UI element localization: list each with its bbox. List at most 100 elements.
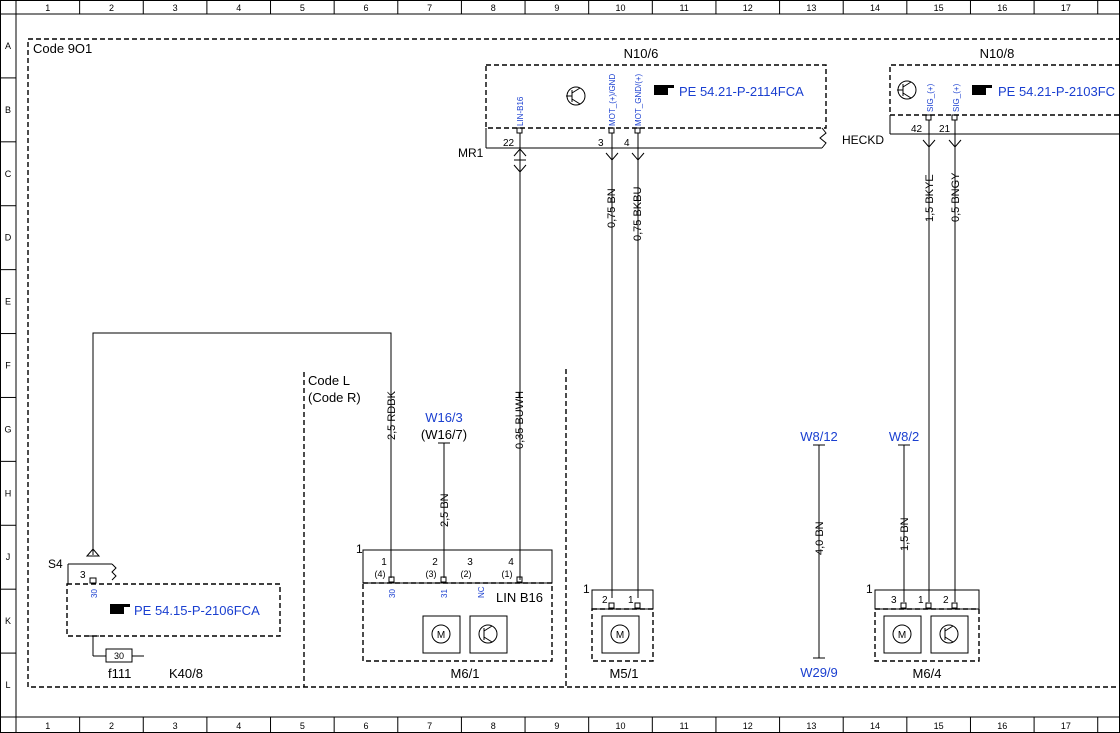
m61-lbl-31: 31	[440, 589, 449, 598]
n106-pin22: 22	[503, 138, 515, 149]
grid-col-label: 12	[743, 3, 753, 13]
n106-pin3: 3	[598, 138, 604, 149]
wire-4-0-bn: 4,0 BN	[814, 521, 826, 555]
motor-icon: M	[883, 615, 922, 654]
wire-0-5-bngy: 0,5 BNGY	[950, 172, 962, 222]
hand-pointer-icon	[110, 604, 130, 614]
grid-row-label: E	[5, 297, 11, 307]
n106-ref-link[interactable]: PE 54.21-P-2114FCA	[679, 84, 804, 99]
k408-pin30: 30	[90, 589, 99, 598]
grid-col-label: 17	[1061, 3, 1071, 13]
grid-col-label: 16	[997, 721, 1007, 731]
grid-col-label: 10	[615, 3, 625, 13]
code-r-label: (Code R)	[308, 390, 361, 405]
transistor-icon	[930, 615, 969, 654]
grid-col-label: 8	[491, 3, 496, 13]
m61-pin1: 1	[381, 557, 387, 568]
w167-label: (W16/7)	[421, 427, 467, 442]
n106-pin-mot-gnd: MOT_(+)/GND	[608, 74, 617, 126]
code-area-frame	[27, 38, 1120, 688]
m64-conn-num: 1	[866, 582, 873, 596]
n106-connector: MR1	[458, 146, 484, 160]
grid-col-label: 15	[934, 721, 944, 731]
n108-pin21: 21	[939, 124, 951, 135]
svg-text:M: M	[437, 630, 445, 641]
m64-pin2: 2	[943, 595, 949, 606]
grid-col-label: 5	[300, 721, 305, 731]
m61-alt-pin4: (4)	[375, 569, 386, 579]
wire-1-5-bkye: 1,5 BKYE	[924, 174, 936, 222]
m64-box	[874, 608, 980, 662]
n106-pin4: 4	[624, 138, 630, 149]
grid-col-label: 7	[427, 721, 432, 731]
n106-pin-lin: LIN-B16	[516, 96, 525, 126]
grid-col-label: 3	[173, 3, 178, 13]
m64-pin3: 3	[891, 595, 897, 606]
fuse-value: 30	[114, 651, 124, 661]
n108-ref-link[interactable]: PE 54.21-P-2103FC	[998, 84, 1115, 99]
k408-ref-link[interactable]: PE 54.15-P-2106FCA	[134, 603, 260, 618]
k408-box	[66, 583, 281, 637]
m61-pin3: 3	[467, 557, 473, 568]
m51-pin2: 2	[602, 595, 608, 606]
m61-pin2: 2	[432, 557, 438, 568]
grid-row-label: H	[5, 488, 12, 498]
k408-pin3: 3	[80, 570, 86, 581]
n108-pin-sig1: SIG_(+)	[926, 83, 935, 112]
s4-label: S4	[48, 557, 63, 571]
w812-link[interactable]: W8/12	[800, 429, 838, 444]
grid-row-label: K	[5, 616, 11, 626]
transistor-icon	[566, 86, 586, 106]
m51-pin1: 1	[628, 595, 634, 606]
wire-group	[92, 120, 962, 659]
grid-row-label: G	[4, 424, 11, 434]
grid-col-label: 12	[743, 721, 753, 731]
svg-text:M: M	[616, 630, 624, 641]
grid-col-label: 16	[997, 3, 1007, 13]
grid-row-label: F	[5, 361, 11, 371]
n108-title: N10/8	[980, 46, 1015, 61]
m61-conn-num: 1	[356, 542, 363, 556]
grid-row-label: L	[5, 680, 10, 690]
code-l-label: Code L	[308, 373, 350, 388]
w299-link[interactable]: W29/9	[800, 665, 838, 680]
grid-col-label: 6	[363, 3, 368, 13]
wire-0-75-bkbu: 0,75 BKBU	[632, 187, 644, 241]
grid-col-label: 7	[427, 3, 432, 13]
grid-col-label: 14	[870, 3, 880, 13]
grid-row-label: J	[6, 552, 11, 562]
m61-lbl-30: 30	[388, 589, 397, 598]
m51-name: M5/1	[610, 666, 639, 681]
grid-col-label: 8	[491, 721, 496, 731]
w82-link[interactable]: W8/2	[889, 429, 919, 444]
transistor-icon	[469, 615, 508, 654]
m51-conn-num: 1	[583, 582, 590, 596]
n108-pin42: 42	[911, 124, 923, 135]
m61-alt-pin2: (2)	[461, 569, 472, 579]
grid-col-label: 2	[109, 721, 114, 731]
hand-pointer-icon	[972, 85, 992, 95]
n106-title: N10/6	[624, 46, 659, 61]
wire-1-5-bn: 1,5 BN	[899, 517, 911, 551]
wire-2-5-bn: 2,5 BN	[439, 493, 451, 527]
hand-pointer-icon	[654, 85, 674, 95]
svg-text:M: M	[898, 630, 906, 641]
grid-col-label: 17	[1061, 721, 1071, 731]
m61-lin: LIN B16	[496, 590, 543, 605]
w163-link[interactable]: W16/3	[425, 410, 463, 425]
fuse-label: f111	[108, 666, 131, 681]
m61-name: M6/1	[451, 666, 480, 681]
grid-col-label: 1	[45, 721, 50, 731]
motor-icon: M	[422, 615, 461, 654]
grid-row-label: D	[5, 233, 12, 243]
wire-0-35-buwh: 0,35 BUWH	[514, 391, 526, 449]
code-label: Code 9O1	[33, 41, 92, 56]
n108-pin-sig2: SIG_(+)	[952, 83, 961, 112]
grid-row-label: B	[5, 105, 11, 115]
m61-lbl-nc: NC	[477, 586, 486, 598]
m64-pin1: 1	[918, 595, 924, 606]
k408-name: K40/8	[169, 666, 203, 681]
n106-pin-mot-plus: MOT_GND/(+)	[634, 73, 643, 126]
grid-col-label: 5	[300, 3, 305, 13]
